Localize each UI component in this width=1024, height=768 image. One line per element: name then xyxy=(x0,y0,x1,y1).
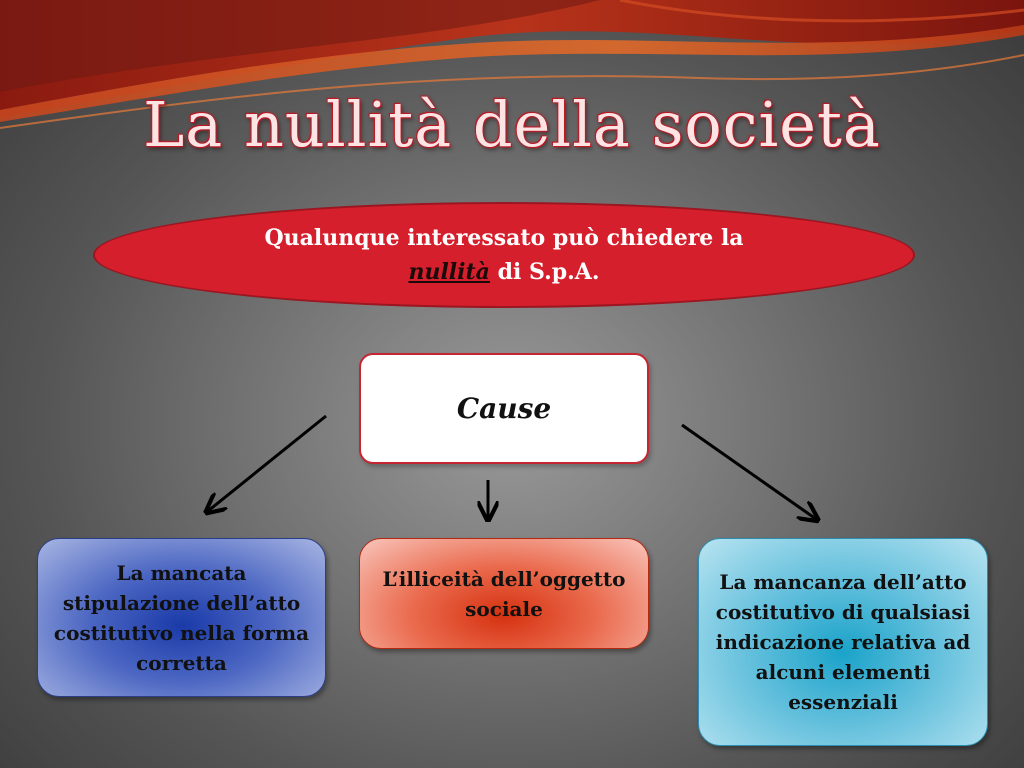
arrow-right xyxy=(681,423,816,519)
cause-label: Cause xyxy=(456,392,552,425)
statement-emphasis: nullità xyxy=(408,259,490,285)
statement-ellipse: Qualunque interessato può chiedere la nu… xyxy=(93,202,915,308)
cause-text-elements: La mancanza dell’atto costitutivo di qua… xyxy=(715,570,971,714)
cause-text-object: L’illiceità dell’oggetto sociale xyxy=(382,566,626,621)
cause-text-form: La mancata stipulazione dell’atto costit… xyxy=(53,560,310,675)
arrow-left xyxy=(208,414,327,511)
statement-line1: Qualunque interessato può chiedere la xyxy=(264,225,744,251)
cause-box-form: La mancata stipulazione dell’atto costit… xyxy=(37,538,326,697)
slide-title: La nullità della società xyxy=(143,88,881,161)
cause-box-object: L’illiceità dell’oggetto sociale xyxy=(359,538,649,649)
decorative-waves xyxy=(0,0,1024,129)
cause-box-elements: La mancanza dell’atto costitutivo di qua… xyxy=(698,538,988,746)
statement-text: Qualunque interessato può chiedere la nu… xyxy=(264,221,743,289)
statement-line2: di S.p.A. xyxy=(489,259,600,285)
cause-box: Cause xyxy=(359,353,649,464)
